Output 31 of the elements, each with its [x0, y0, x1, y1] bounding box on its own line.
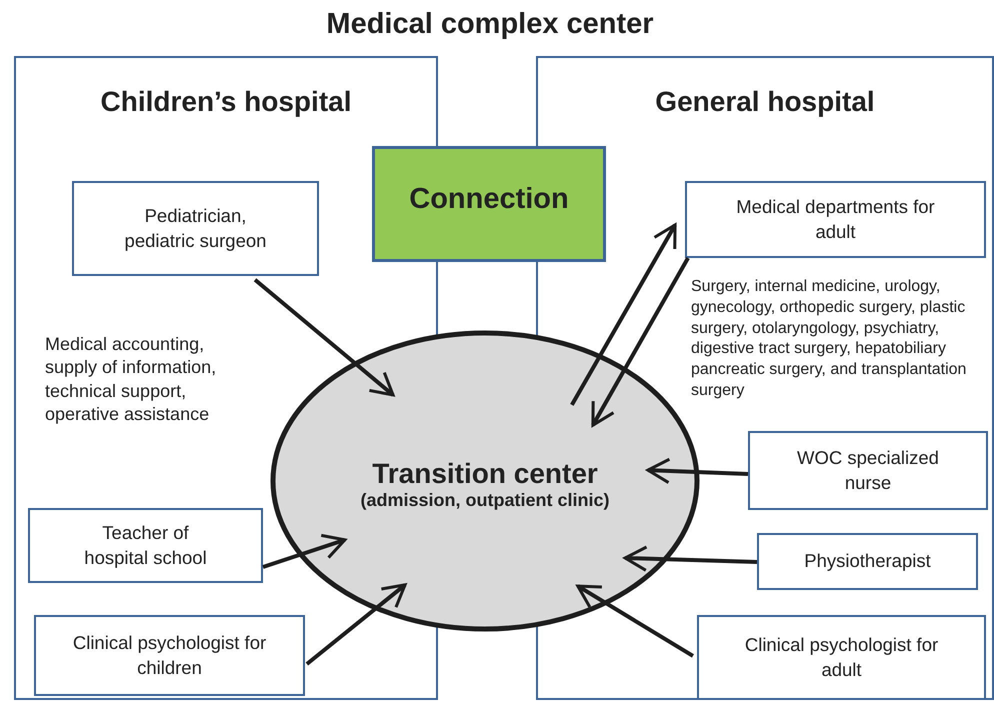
arrow [576, 584, 694, 658]
role-box [748, 431, 988, 510]
arrow [306, 583, 407, 666]
role-label: WOC specialized nurse [796, 446, 940, 494]
ellipse-subtitle: (admission, outpatient clinic) [360, 490, 610, 511]
connection-label: Connection [409, 182, 569, 216]
arrow [624, 545, 758, 572]
role-box [685, 181, 986, 258]
diagram-title: Medical complex center [325, 8, 655, 41]
arrow [570, 223, 677, 406]
role-label: Medical departments for adult [735, 195, 936, 244]
ellipse-title: Transition center [372, 458, 598, 490]
role-box [34, 615, 305, 696]
panel-heading: General hospital [654, 86, 876, 118]
note-text: Medical accounting, supply of information, technical support, operative assistance [45, 333, 218, 426]
role-box [72, 181, 319, 276]
role-label: Physiotherapist [804, 549, 931, 574]
role-box [28, 508, 263, 583]
role-box [697, 615, 986, 700]
role-label: Pediatrician, pediatric surgeon [124, 204, 268, 253]
role-box [757, 533, 978, 590]
arrow [646, 458, 748, 484]
role-label: Clinical psychologist for adult [744, 633, 940, 682]
panel-heading: Children’s hospital [100, 86, 352, 118]
arrow [262, 534, 346, 569]
role-label: Teacher of hospital school [83, 521, 208, 570]
connection-box [372, 146, 606, 262]
arrow [591, 257, 690, 427]
role-label: Clinical psychologist for children [72, 631, 268, 680]
arrow [254, 278, 394, 396]
department-list: Surgery, internal medicine, urology, gynecology, orthopedic surgery, plastic surgery, otolaryngology, psychiatry, digestive tract surgery, hepatobiliary pancreatic surgery, and transplantation surgery [691, 277, 981, 402]
